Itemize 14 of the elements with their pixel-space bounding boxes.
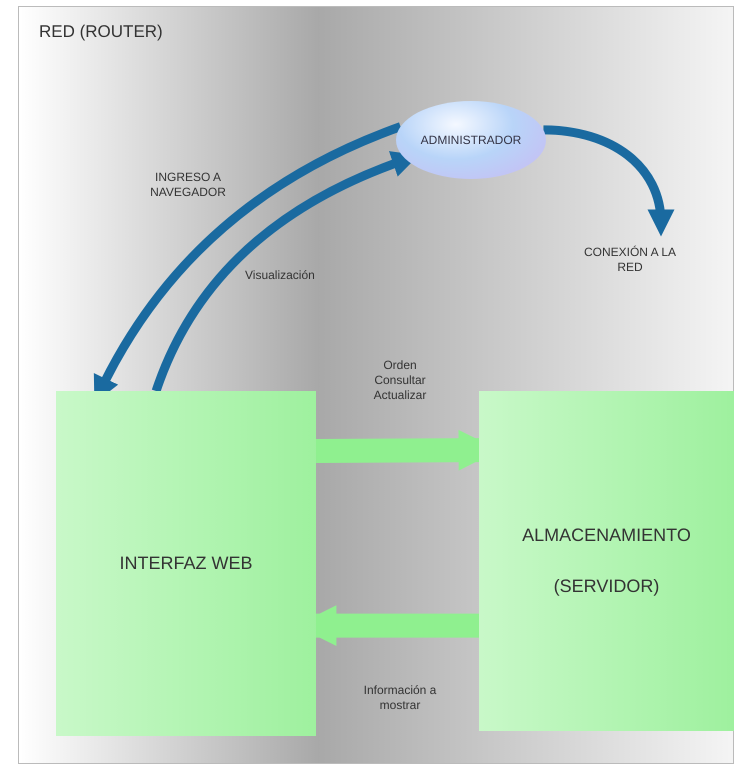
- process-box: [479, 391, 734, 731]
- curved-arrow: [543, 125, 674, 236]
- process-box: [56, 391, 316, 736]
- edge-label: Orden Consultar Actualizar: [372, 358, 428, 403]
- node-label: ADMINISTRADOR: [420, 132, 522, 149]
- edge-label: CONEXIÓN A LA RED: [582, 245, 678, 275]
- node-label: (SERVIDOR): [554, 575, 660, 598]
- network-panel: [18, 6, 734, 764]
- edge-label: Información a mostrar: [362, 683, 438, 713]
- node-label: ALMACENAMIENTO: [522, 524, 691, 547]
- panel-title: RED (ROUTER): [39, 21, 163, 43]
- edge-label: INGRESO A NAVEGADOR: [149, 170, 227, 200]
- edge-label: Visualización: [245, 268, 316, 283]
- node-label: INTERFAZ WEB: [119, 552, 252, 575]
